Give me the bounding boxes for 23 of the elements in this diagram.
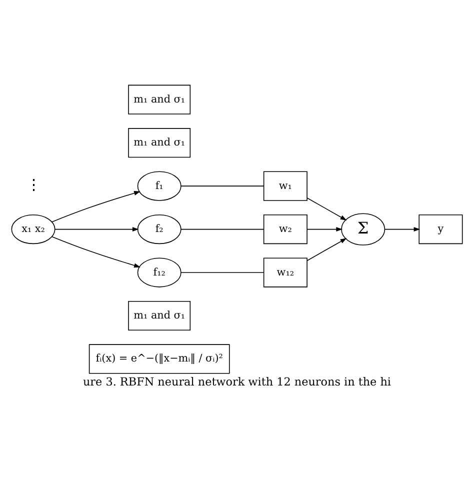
node-box: w₁ [263, 171, 308, 201]
arrow [306, 238, 347, 261]
arrow [384, 227, 420, 232]
arrow [52, 191, 140, 222]
arrow [54, 227, 139, 232]
node-ellipse: f₂ [137, 214, 182, 244]
node-ellipse: f₁₂ [137, 258, 182, 288]
arrow [306, 198, 347, 220]
node-ellipse: x₁ x₂ [11, 214, 56, 244]
node-box: w₁₂ [263, 258, 308, 288]
connector [180, 272, 264, 273]
arrow [52, 236, 140, 268]
node-box: m₁ and σ₁ [128, 300, 191, 331]
arrow [306, 227, 343, 232]
connector [180, 228, 264, 230]
node-box: m₁ and σ₁ [128, 84, 191, 114]
node-ellipse: f₁ [137, 171, 182, 201]
node-box: m₁ and σ₁ [128, 128, 191, 158]
node-box: w₂ [263, 214, 308, 244]
label: ⋮ [26, 178, 40, 194]
caption: ure 3. RBFN neural network with 12 neurons in the hi [82, 376, 392, 389]
node-box: y [418, 214, 463, 244]
node-box: fᵢ(x) = e^−(‖x−mᵢ‖ / σᵢ)² [88, 344, 230, 374]
